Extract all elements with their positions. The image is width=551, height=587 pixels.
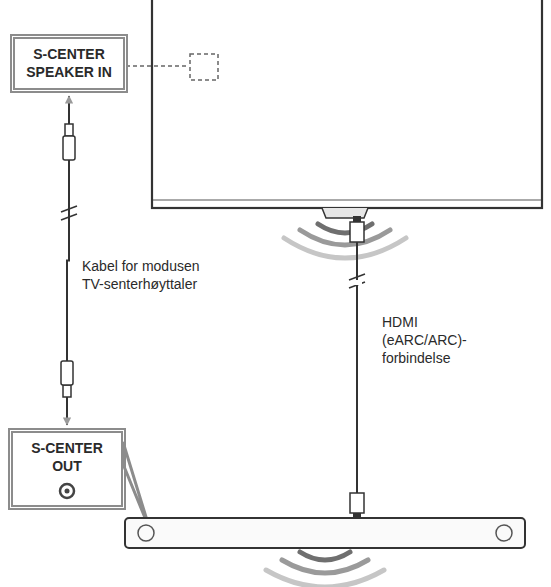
port-name: S-CENTER OUT <box>21 440 113 475</box>
cable-label: Kabel for modusen TV-senterhøyttaler <box>80 256 224 294</box>
tv <box>126 0 542 218</box>
callout-pointer-layer <box>123 442 150 530</box>
tv-input-port <box>190 54 218 80</box>
port-leader <box>126 65 189 67</box>
jack-socket-hole <box>65 489 70 494</box>
tv-bezel <box>153 200 541 201</box>
cable-plugs <box>61 124 77 397</box>
hdmi-cable <box>349 216 365 518</box>
jack-socket <box>60 484 74 498</box>
callout-pointer <box>123 442 150 530</box>
tv-stand <box>322 208 368 218</box>
connection-label: HDMI (eARC/ARC)-forbindelse <box>380 312 480 369</box>
soundbar-sound-waves <box>266 552 384 587</box>
soundbar <box>125 518 525 548</box>
tv-sound-waves <box>284 224 406 258</box>
port-name: S-CENTER SPEAKER IN <box>23 46 115 81</box>
tv-screen <box>152 0 542 208</box>
connector-callout-box: S-CENTER OUT <box>8 428 126 510</box>
connector-callout-box: S-CENTER SPEAKER IN <box>10 34 128 93</box>
